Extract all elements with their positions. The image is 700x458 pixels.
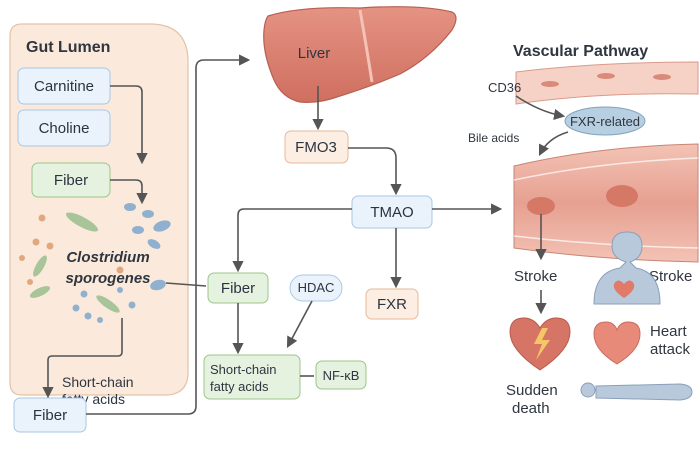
tmao-box: TMAO xyxy=(351,195,433,229)
fxr-related-node: FXR-related xyxy=(564,106,646,136)
center-fiber-label: Fiber xyxy=(221,280,255,297)
sudden-death-line1: Sudden xyxy=(506,382,558,399)
heart-attack-line2: attack xyxy=(650,341,691,358)
carnitine-box: Carnitine xyxy=(17,67,111,105)
heart-attack-line1: Heart xyxy=(650,323,688,340)
human-bust-heart-icon xyxy=(593,231,661,305)
stroke-label-right: Stroke xyxy=(649,268,692,285)
choline-label: Choline xyxy=(39,120,90,137)
stroke-label-left: Stroke xyxy=(514,268,557,285)
arrow-bile-acids xyxy=(538,131,569,157)
bile-acids-label: Bile acids xyxy=(468,131,519,145)
hdac-label: HDAC xyxy=(298,280,335,295)
arrow-hdac-scfa xyxy=(286,300,313,348)
heart-icon xyxy=(593,321,641,365)
nfkb-label: NF-κB xyxy=(323,368,360,383)
fiber-output-box: Fiber xyxy=(13,397,87,433)
arrow-carnitine xyxy=(110,85,148,165)
choline-box: Choline xyxy=(17,109,111,147)
hdac-box: HDAC xyxy=(289,274,343,302)
arrow-fiber-bacteria xyxy=(110,179,148,205)
gut-fiber-label: Fiber xyxy=(54,172,88,189)
artery-vessel xyxy=(513,143,699,263)
carnitine-label: Carnitine xyxy=(34,78,94,95)
center-scfa-box: Short-chain fatty acids xyxy=(203,354,301,400)
arrow-fmo3-tmao xyxy=(348,147,402,196)
sudden-death-line2: death xyxy=(512,400,550,417)
upper-vessel-wall xyxy=(515,61,699,105)
center-scfa-line2: fatty acids xyxy=(210,379,269,394)
liver-label: Liver xyxy=(298,45,331,62)
vascular-title: Vascular Pathway xyxy=(513,43,648,60)
center-fiber-box: Fiber xyxy=(207,272,269,304)
arrow-scfa xyxy=(42,318,123,399)
bacteria-cluster xyxy=(19,203,171,323)
center-scfa-line1: Short-chain xyxy=(210,362,276,377)
gut-lumen-title: Gut Lumen xyxy=(26,39,110,56)
arrows xyxy=(42,54,569,415)
fxr-label: FXR xyxy=(377,296,407,313)
arrow-tmao-fiber xyxy=(232,208,352,273)
cd36-label: CD36 xyxy=(488,80,521,95)
arrow-cd36 xyxy=(515,95,566,120)
fmo3-label: FMO3 xyxy=(295,139,337,156)
fmo3-box: FMO3 xyxy=(284,130,349,164)
bacterium-name-line2: sporogenes xyxy=(65,270,150,287)
line-bacteria-fiber xyxy=(165,282,207,287)
tmao-label: TMAO xyxy=(370,204,413,221)
fxr-box: FXR xyxy=(365,288,419,320)
gut-scfa-line1: Short-chain xyxy=(62,374,134,390)
gut-fiber-box: Fiber xyxy=(31,162,111,198)
fiber-output-label: Fiber xyxy=(33,407,67,424)
fxr-related-label: FXR-related xyxy=(570,114,640,129)
lying-person-icon xyxy=(580,382,693,401)
arrow-fiber-to-liver xyxy=(86,54,251,415)
liver-organ: Liver xyxy=(263,6,457,103)
bacterium-name-line1: Clostridium xyxy=(66,249,149,266)
nfkb-box: NF-κB xyxy=(315,360,367,390)
broken-heart-icon xyxy=(509,317,571,371)
